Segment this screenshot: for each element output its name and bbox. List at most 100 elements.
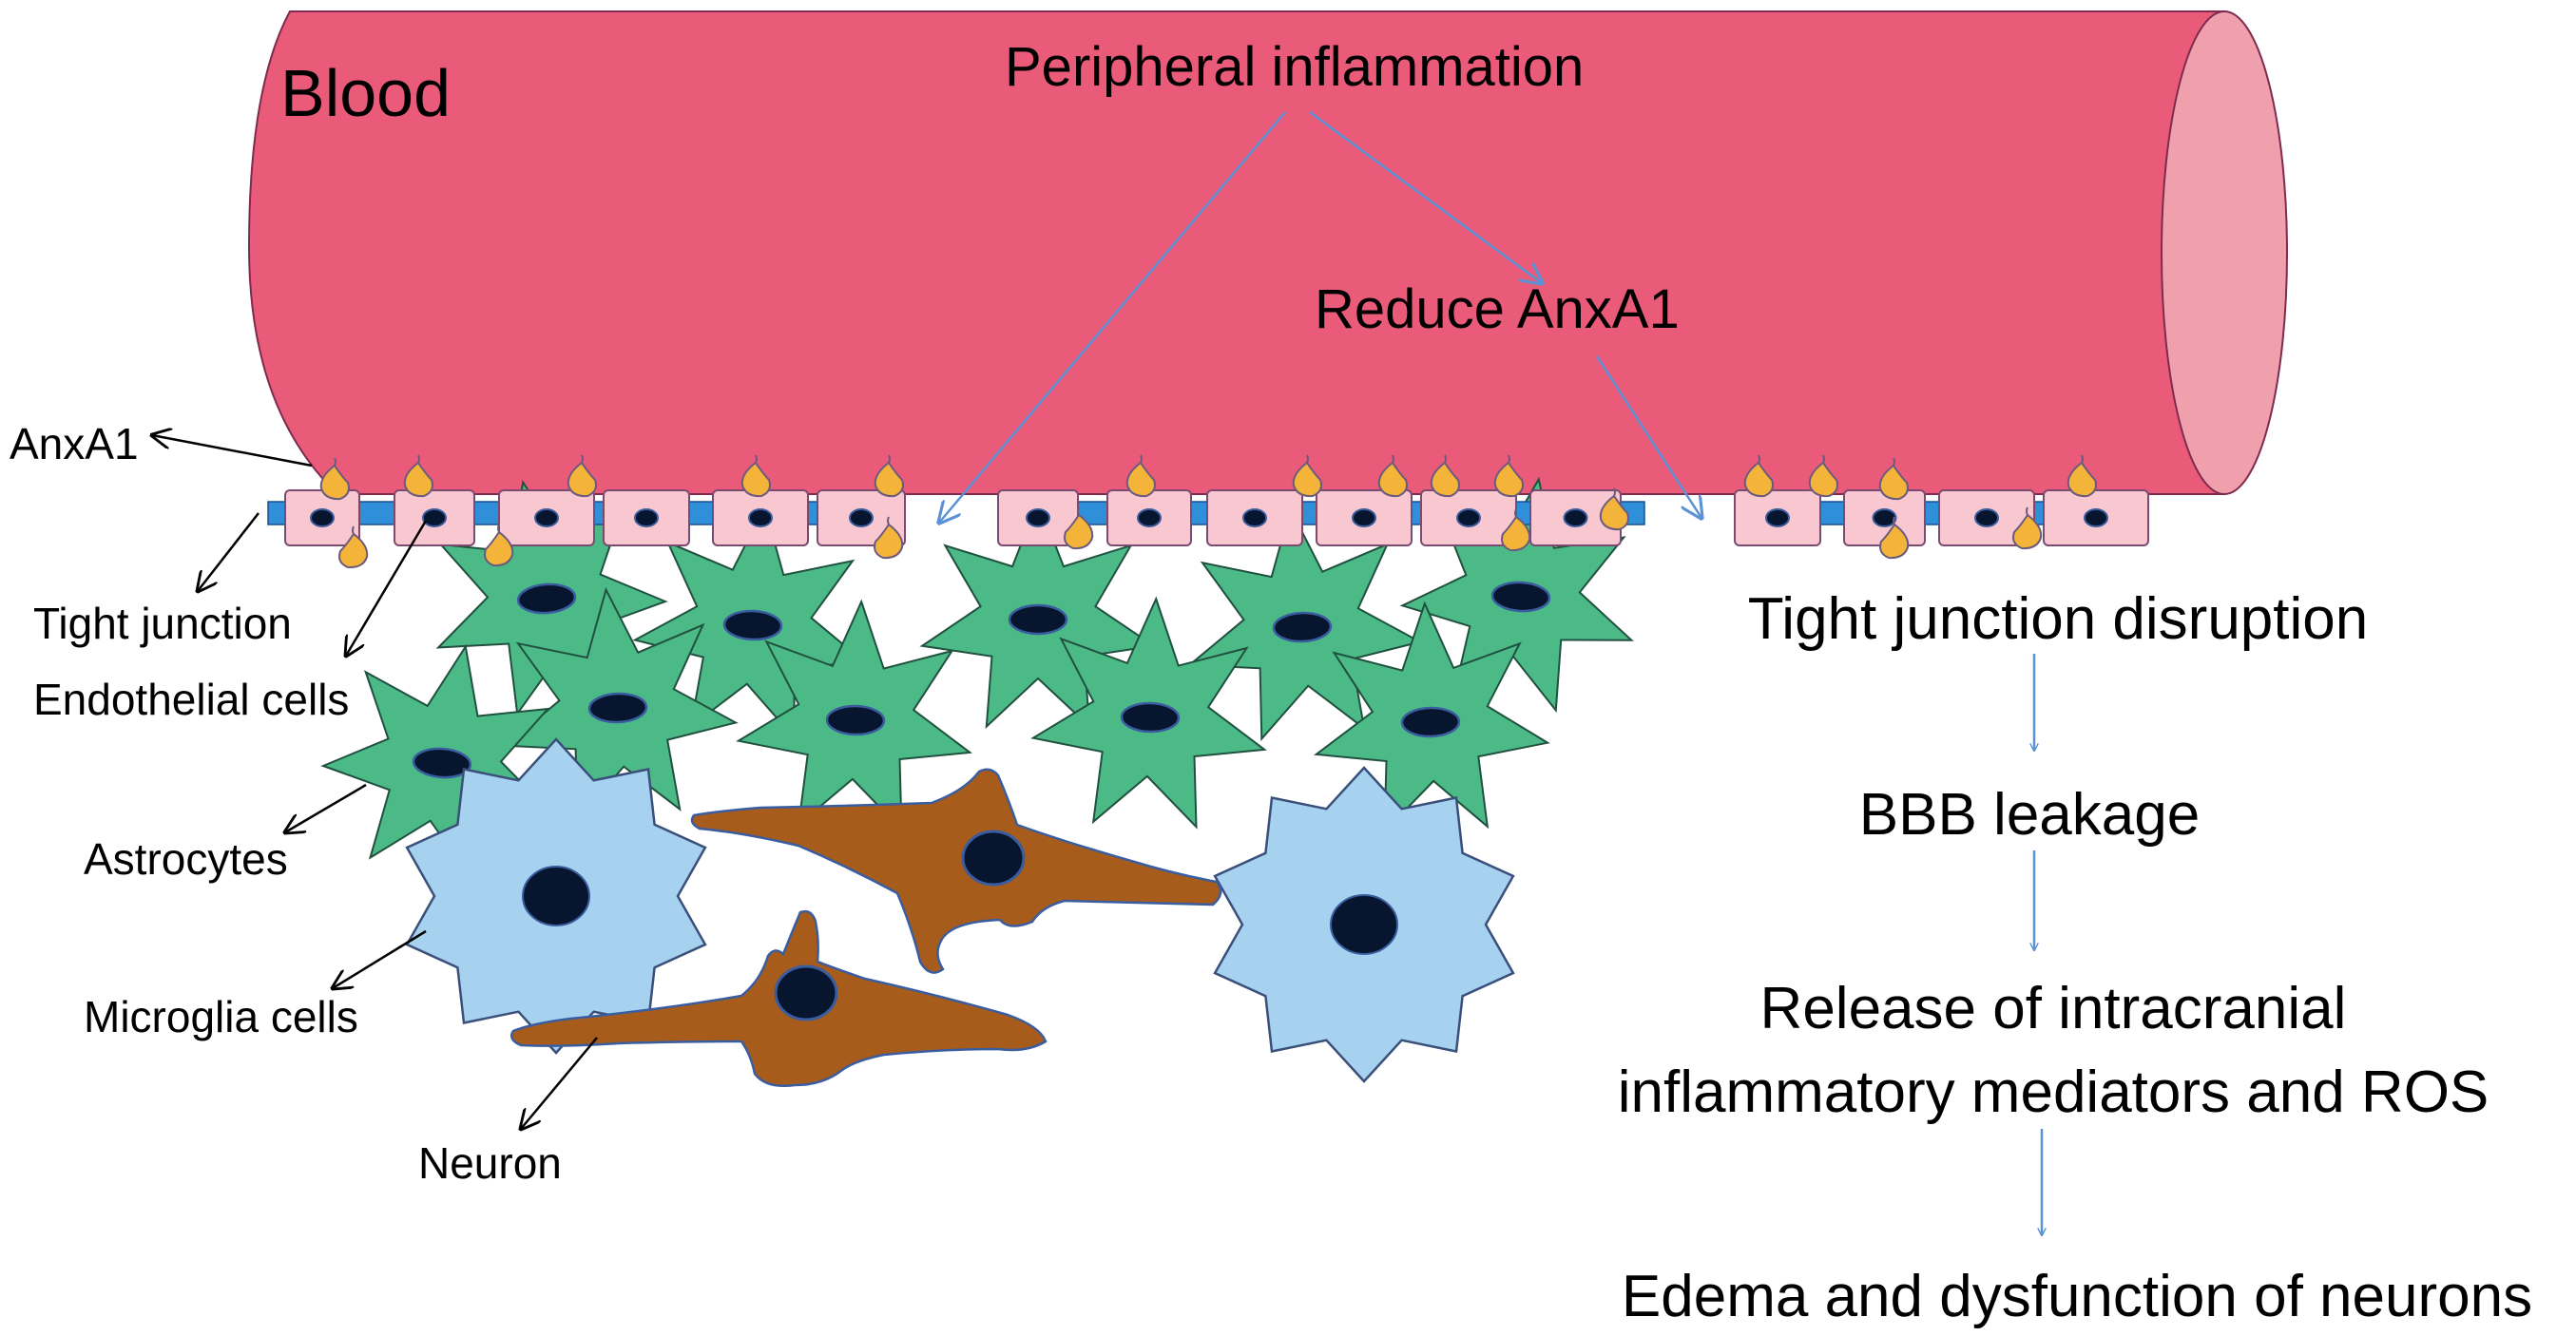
arrow-to-junction xyxy=(1595,355,1701,518)
nucleus xyxy=(1765,508,1790,527)
endothelial-cell xyxy=(603,489,690,546)
endothelial-cell xyxy=(498,489,595,546)
anxa1-molecule xyxy=(1064,506,1094,550)
anxa1-molecule xyxy=(319,457,350,501)
anxa1-molecule xyxy=(338,525,369,569)
endothelial-cell xyxy=(1734,489,1821,546)
side-labels: AnxA1 Tight junction Endothelial cells A… xyxy=(10,419,598,1188)
nucleus xyxy=(1352,508,1376,527)
neuron-group xyxy=(510,768,1222,1087)
anxa1-pointer xyxy=(152,435,313,468)
neuron-label: Neuron xyxy=(418,1138,562,1188)
anxa1-molecule xyxy=(2067,454,2097,498)
vessel-body xyxy=(247,10,2225,495)
anxa1-molecule xyxy=(403,454,433,498)
nucleus xyxy=(1026,508,1050,527)
nucleus xyxy=(748,508,773,527)
cascade-step-bbb-leakage: BBB leakage xyxy=(1859,782,2200,848)
nucleus xyxy=(1120,701,1181,734)
nucleus xyxy=(1137,508,1162,527)
anxa1-molecule xyxy=(1808,454,1838,498)
inflammation-arrows xyxy=(939,110,1701,523)
endothelial-pointer xyxy=(346,520,428,656)
cascade-step-release-line2: inflammatory mediators and ROS xyxy=(1618,1059,2489,1125)
astrocyte-cell xyxy=(320,643,553,881)
nucleus xyxy=(1974,508,1999,527)
neuron-cell xyxy=(690,768,1222,974)
nucleus xyxy=(422,508,447,527)
vessel-lumen-end xyxy=(2161,10,2288,495)
astrocyte-cell xyxy=(1186,506,1423,742)
endothelial-cell xyxy=(394,489,475,546)
cascade-step-edema: Edema and dysfunction of neurons xyxy=(1622,1264,2532,1329)
endothelial-cell xyxy=(1529,489,1622,546)
microglia-cell xyxy=(405,737,707,1055)
endothelial-cell xyxy=(1938,489,2035,546)
arrow-to-reduce-anxa1 xyxy=(1309,110,1542,283)
blood-label: Blood xyxy=(280,56,451,130)
anxa1-molecule xyxy=(2012,506,2043,550)
anxa1-molecule xyxy=(1292,454,1322,498)
anxa1-molecule xyxy=(1430,454,1460,498)
anxa1-molecule xyxy=(484,524,514,567)
nucleus xyxy=(534,508,559,527)
endothelial-layer xyxy=(267,454,2149,569)
nucleus xyxy=(1490,581,1551,613)
endothelial-cell xyxy=(1316,489,1413,546)
astrocytes-pointer xyxy=(285,783,367,832)
blood-vessel xyxy=(247,10,2288,495)
nucleus xyxy=(587,692,648,724)
anxa1-molecule xyxy=(1377,454,1408,498)
microglia-pointer xyxy=(333,929,427,988)
reduce-anxa1-label: Reduce AnxA1 xyxy=(1315,278,1680,340)
anxa1-molecules xyxy=(319,454,2097,569)
endothelial-cell xyxy=(1106,489,1192,546)
endothelial-cell xyxy=(712,489,809,546)
endothelial-cell xyxy=(1206,489,1303,546)
anxa1-molecule xyxy=(874,516,904,560)
nucleus xyxy=(522,866,590,926)
anxa1-molecule xyxy=(1743,454,1774,498)
microglia-cell xyxy=(1213,766,1515,1083)
tight-junction-label: Tight junction xyxy=(33,599,292,648)
nucleus xyxy=(1272,611,1333,643)
anxa1-molecule xyxy=(1878,457,1909,501)
anxa1-molecule xyxy=(1599,487,1629,531)
endothelial-cells-label: Endothelial cells xyxy=(33,675,349,724)
anxa1-label: AnxA1 xyxy=(10,419,139,468)
astrocyte-cell xyxy=(632,504,869,740)
endothelial-cell xyxy=(2043,489,2149,546)
anxa1-molecule xyxy=(874,454,904,498)
astrocyte-cell xyxy=(502,586,739,823)
cascade-step-release-line1: Release of intracranial xyxy=(1760,976,2347,1041)
astrocyte-cell xyxy=(1314,601,1550,834)
endothelial-cells xyxy=(284,489,2149,546)
microglia-label: Microglia cells xyxy=(84,992,358,1041)
arrow-to-endothelium xyxy=(939,111,1286,523)
nucleus xyxy=(1563,508,1588,527)
nucleus xyxy=(412,747,472,779)
nucleus xyxy=(1400,706,1461,738)
anxa1-molecule xyxy=(567,454,597,498)
anxa1-molecule xyxy=(1879,516,1910,560)
cascade-step-tight-junction-disruption: Tight junction disruption xyxy=(1748,586,2369,652)
anxa1-molecule xyxy=(740,454,771,498)
nucleus xyxy=(849,508,874,527)
nucleus xyxy=(310,508,335,527)
anxa1-molecule xyxy=(1493,454,1524,498)
astrocyte-cell xyxy=(736,599,972,832)
endothelial-cell xyxy=(284,489,360,546)
astrocyte-cell xyxy=(919,498,1157,730)
pathology-cascade: Tight junction disruption BBB leakage Re… xyxy=(1618,586,2532,1329)
neuron-pointer xyxy=(521,1037,598,1129)
nucleus xyxy=(1872,508,1897,527)
nucleus xyxy=(634,508,659,527)
nucleus xyxy=(1242,508,1267,527)
microglia-group xyxy=(405,737,1515,1083)
nucleus xyxy=(1330,894,1398,955)
anxa1-molecule xyxy=(1125,454,1156,498)
anxa1-molecule xyxy=(1501,508,1531,552)
nucleus xyxy=(2084,508,2108,527)
peripheral-inflammation-label: Peripheral inflammation xyxy=(1005,36,1584,98)
